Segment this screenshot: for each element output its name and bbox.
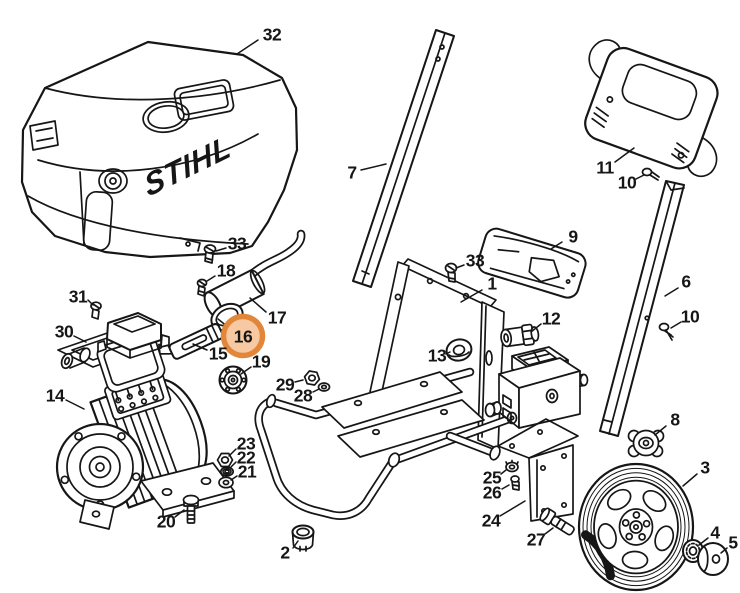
part-callout-10[interactable]: 10	[617, 172, 637, 193]
part-grommet-13	[445, 338, 473, 362]
part-washer-25	[505, 459, 519, 473]
part-callout-32[interactable]: 32	[262, 24, 282, 45]
part-callout-14[interactable]: 14	[45, 385, 65, 406]
part-cover-32: STIHL	[20, 40, 299, 259]
part-callout-33[interactable]: 33	[465, 250, 485, 271]
leader-lines	[65, 39, 728, 554]
part-callout-26[interactable]: 26	[482, 482, 502, 503]
part-callout-31[interactable]: 31	[68, 286, 88, 307]
part-screw-10-upper	[641, 167, 660, 181]
part-terminal-box-30	[57, 312, 170, 393]
part-callout-9[interactable]: 9	[568, 226, 578, 247]
part-callout-8[interactable]: 8	[670, 409, 680, 430]
part-knob-8	[627, 429, 665, 458]
part-bar-7	[352, 29, 455, 288]
part-handle-11	[584, 39, 719, 178]
part-callout-23[interactable]: 23	[236, 433, 256, 454]
part-bracket-24	[497, 418, 579, 522]
part-connector-12	[500, 323, 540, 348]
part-callout-5[interactable]: 5	[728, 532, 738, 553]
part-callout-15[interactable]: 15	[208, 343, 228, 364]
part-hub-cap-5	[697, 542, 729, 576]
part-callout-25[interactable]: 25	[482, 467, 502, 488]
part-frame-1	[254, 258, 514, 520]
part-bolt-27	[539, 507, 575, 536]
part-callout-24[interactable]: 24	[481, 510, 501, 531]
part-callout-4[interactable]: 4	[710, 522, 720, 543]
part-callout-33[interactable]: 33	[227, 233, 247, 254]
part-wheel-3	[577, 462, 695, 592]
part-nut-29	[303, 370, 321, 386]
part-callout-1[interactable]: 1	[487, 273, 497, 294]
part-washer-22	[219, 466, 235, 477]
part-motor-14	[55, 369, 235, 530]
part-bearing-19	[218, 365, 248, 395]
part-washer-21	[218, 476, 234, 489]
part-callout-13[interactable]: 13	[427, 345, 447, 366]
part-foot-cap-2	[291, 524, 315, 552]
part-screw-10-lower	[658, 322, 674, 341]
part-callout-28[interactable]: 28	[293, 385, 313, 406]
part-callout-30[interactable]: 30	[54, 321, 74, 342]
part-callout-22[interactable]: 22	[236, 447, 256, 468]
part-callout-12[interactable]: 12	[541, 308, 561, 329]
part-callout-21[interactable]: 21	[237, 461, 257, 482]
part-tray-9	[477, 227, 587, 299]
part-callout-11[interactable]: 11	[596, 157, 614, 178]
part-callout-29[interactable]: 29	[275, 374, 295, 395]
part-washer-28	[317, 382, 331, 392]
part-callout-16[interactable]: 16	[233, 326, 253, 347]
part-callout-19[interactable]: 19	[251, 351, 271, 372]
part-screw-31	[90, 301, 102, 320]
part-screw-18	[196, 278, 208, 297]
part-callout-7[interactable]: 7	[347, 162, 357, 183]
part-callout-3[interactable]: 3	[700, 457, 710, 478]
part-callout-2[interactable]: 2	[280, 542, 290, 563]
part-callout-20[interactable]: 20	[156, 511, 176, 532]
part-bracket-15	[158, 323, 224, 360]
part-callout-27[interactable]: 27	[526, 529, 546, 550]
part-screw-33-cover	[203, 244, 217, 264]
highlight-circle	[220, 313, 266, 359]
part-callout-18[interactable]: 18	[216, 260, 236, 281]
part-callout-6[interactable]: 6	[681, 271, 691, 292]
part-callout-10[interactable]: 10	[680, 306, 700, 327]
part-bar-6	[599, 180, 685, 437]
part-bolt-20	[182, 494, 200, 524]
part-callout-17[interactable]: 17	[267, 307, 287, 328]
part-screw-26	[510, 475, 520, 491]
part-switch-box	[484, 346, 589, 429]
